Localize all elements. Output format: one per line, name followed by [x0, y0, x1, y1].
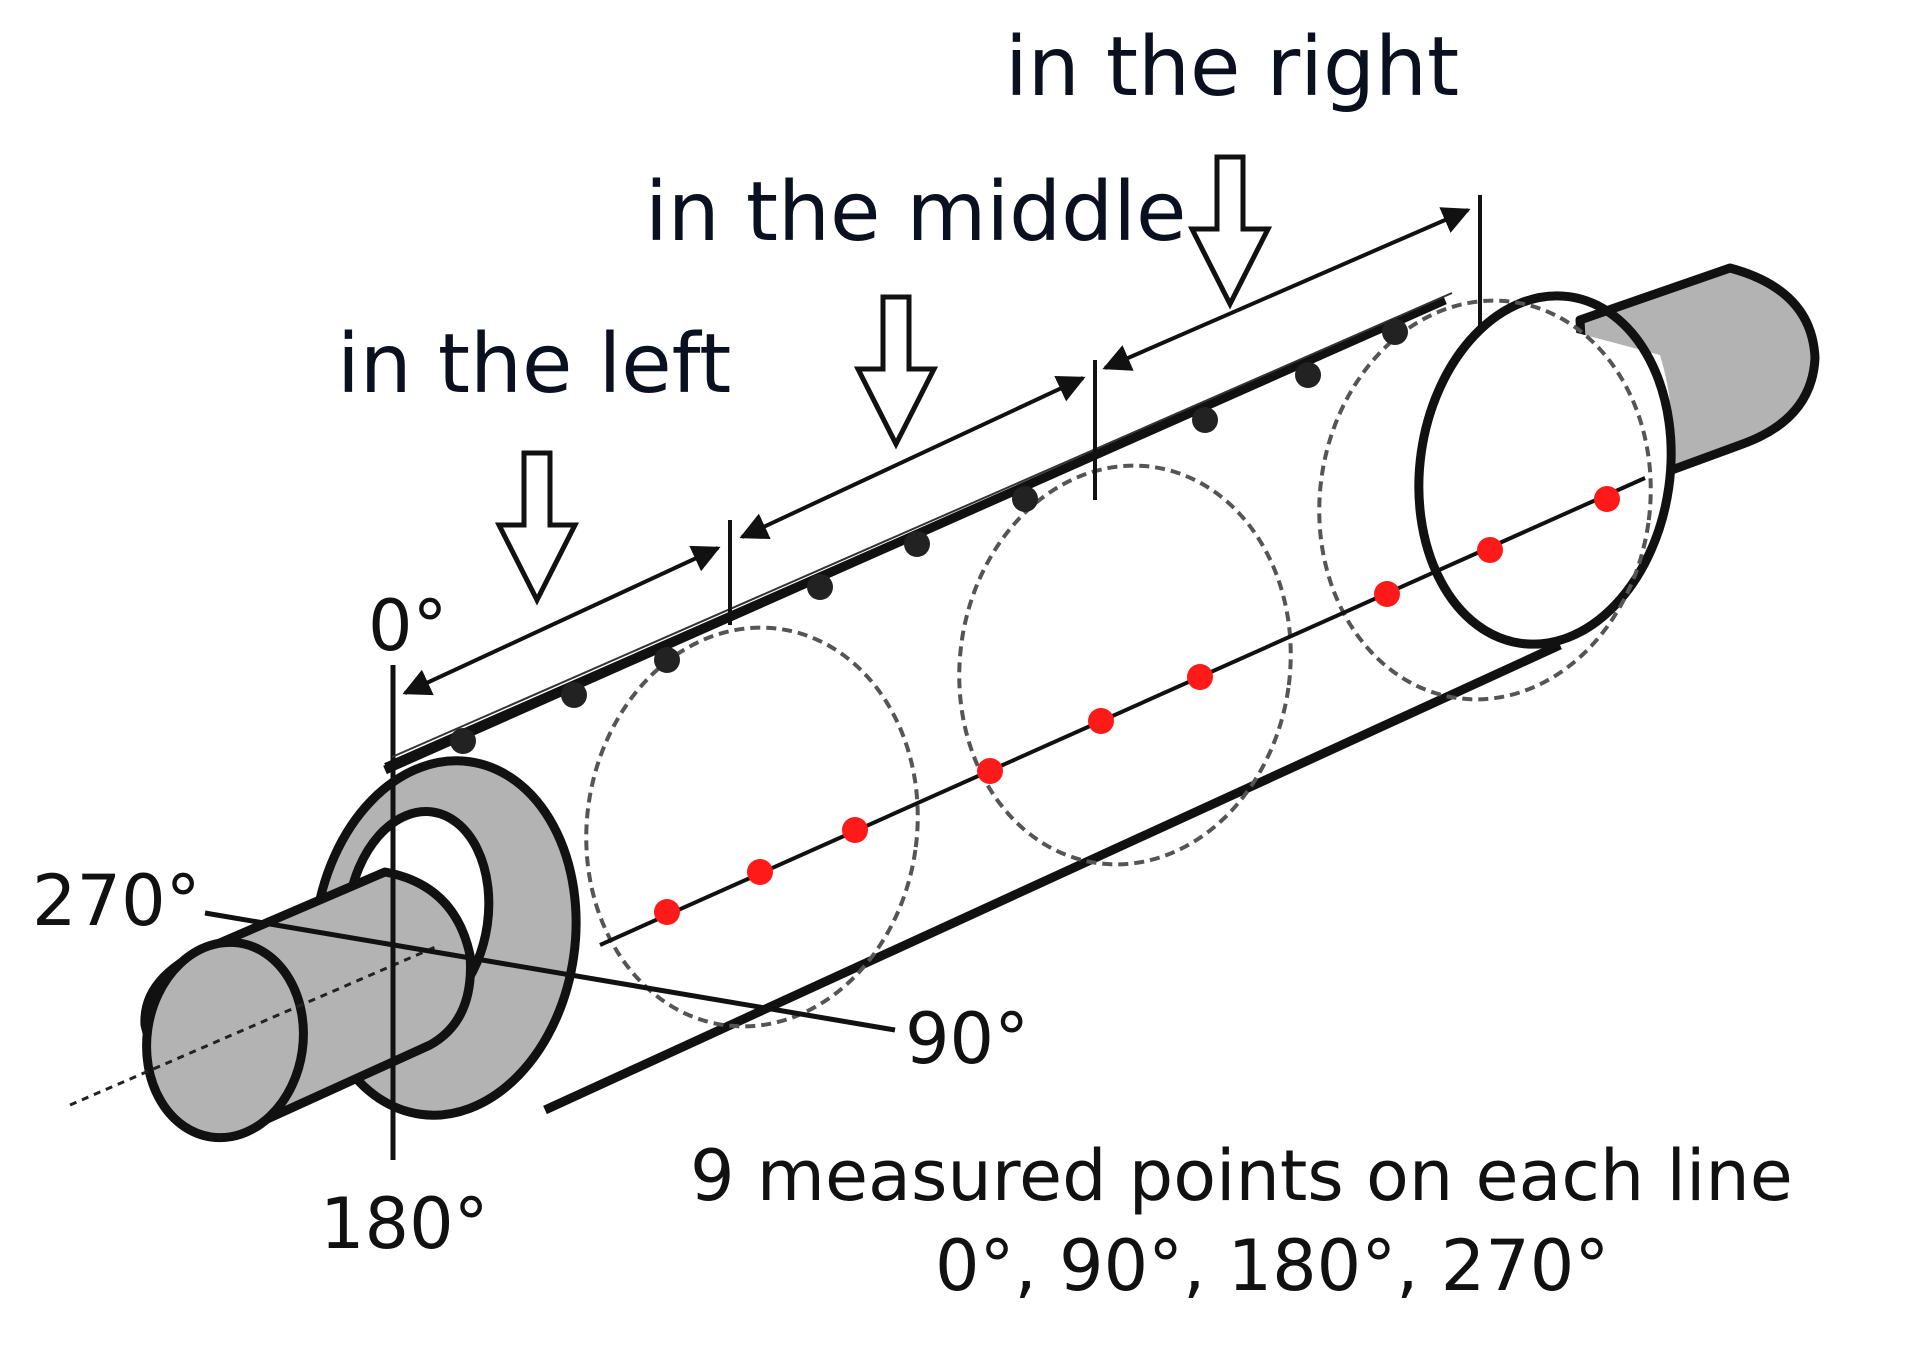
dim-left [402, 545, 721, 696]
side-point-5 [1088, 708, 1114, 734]
label-in-the-left: in the left [337, 317, 731, 412]
side-point-3 [842, 817, 868, 843]
dim-middle [739, 375, 1086, 540]
cross-section-left [584, 625, 920, 1029]
label-angle-0: 0° [368, 585, 448, 667]
side-points [654, 486, 1620, 925]
top-point-3 [654, 647, 680, 673]
label-angle-270: 270° [32, 860, 201, 942]
top-point-9 [1382, 319, 1408, 345]
top-point-1 [450, 728, 476, 754]
label-in-the-middle: in the middle [645, 165, 1186, 260]
label-angle-90: 90° [905, 998, 1029, 1080]
side-point-8 [1477, 537, 1503, 563]
note-line-1: 9 measured points on each line [690, 1135, 1793, 1217]
shaft-end-face [142, 937, 308, 1143]
side-point-7 [1374, 581, 1400, 607]
top-point-2 [561, 682, 587, 708]
side-point-9 [1594, 486, 1620, 512]
left-end [69, 756, 581, 1143]
section-dimensions [402, 195, 1482, 696]
side-point-4 [977, 758, 1003, 784]
arrow-right [1187, 154, 1273, 310]
top-point-8 [1295, 362, 1321, 388]
line-270-90 [204, 910, 896, 1033]
side-point-2 [747, 859, 773, 885]
label-in-the-right: in the right [1005, 20, 1459, 115]
arrow-middle [853, 294, 939, 450]
top-point-7 [1192, 407, 1218, 433]
note-line-2: 0°, 90°, 180°, 270° [935, 1225, 1609, 1307]
side-measurement-line [599, 476, 1646, 947]
arrow-left [494, 450, 580, 606]
angle-reference-lines [204, 665, 896, 1160]
top-point-6 [1012, 486, 1038, 512]
side-point-6 [1187, 664, 1213, 690]
dim-right [1102, 207, 1471, 371]
top-point-5 [904, 531, 930, 557]
label-angle-180: 180° [320, 1183, 489, 1265]
cross-section-middle [957, 463, 1293, 867]
section-arrows [494, 154, 1273, 606]
top-point-4 [807, 574, 833, 600]
cross-section-circles [584, 298, 1653, 1029]
cross-section-right [1317, 298, 1653, 702]
side-point-1 [654, 899, 680, 925]
center-axis [69, 943, 441, 1107]
